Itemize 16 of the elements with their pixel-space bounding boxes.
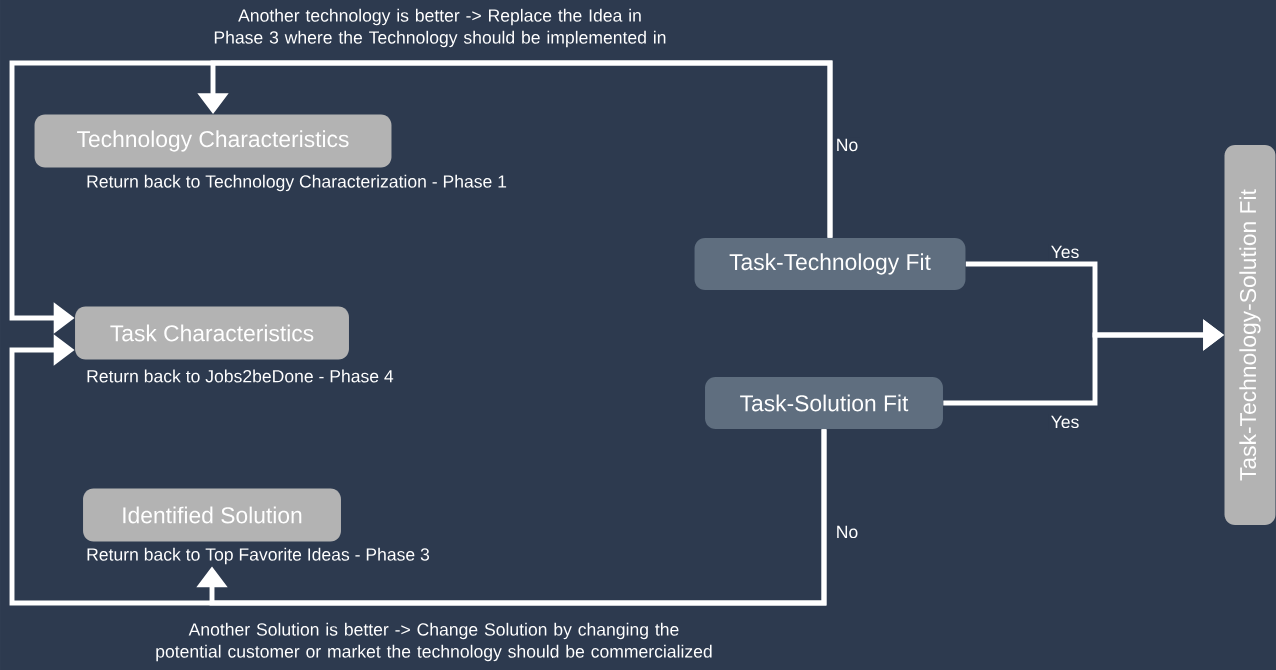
note-text: Return back to Top Favorite Ideas - Phase 3 [87, 547, 430, 565]
process-box: Task-Solution Fit [705, 377, 943, 429]
note-text: Another technology is better -> Replace the Idea in Phase 3 where the Technology should be implemented in [214, 8, 666, 48]
edge-label: No [834, 137, 860, 153]
process-box: Technology Characteristics [34, 114, 392, 168]
process-box: Task Characteristics [75, 306, 349, 360]
edge-label: Yes [1048, 244, 1082, 260]
note-text: Return back to Technology Characterization - Phase 1 [87, 174, 507, 192]
arrow [196, 429, 827, 606]
note-text: Return back to Jobs2beDone - Phase 4 [87, 369, 394, 383]
process-box: Task-Technology-Solution Fit [1224, 145, 1276, 525]
process-box: Task-Technology Fit [694, 238, 966, 290]
edge-label: Yes [1048, 414, 1082, 430]
process-box: Identified Solution [83, 488, 341, 542]
edge-label: No [834, 524, 860, 540]
note-text: Another Solution is better -> Change Solution by changing the potential customer or market the technology should be commercialized [156, 622, 712, 662]
